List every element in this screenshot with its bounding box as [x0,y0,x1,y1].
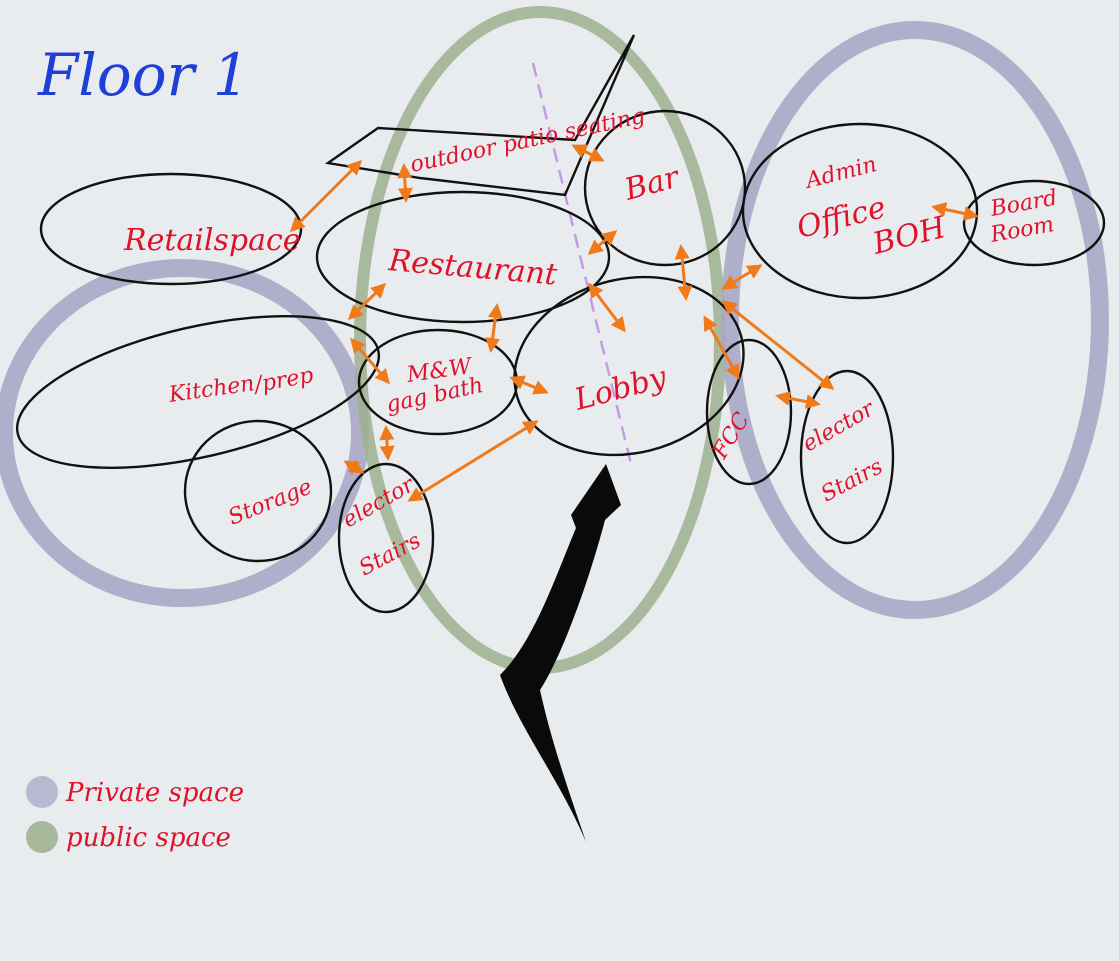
link-storage-stairs [343,459,365,475]
link-restroom-lobby [509,375,549,395]
elevator-stairs-right-bubble [799,369,895,545]
link-restroom-stairs [379,425,395,461]
retail-space-label: Retailspace [123,223,301,258]
link-bar-lobby [674,244,693,301]
private-zone-left [0,259,369,607]
public-space-legend-label: public space [66,823,231,853]
private-space-swatch [26,776,58,808]
legend: Private space public space [26,776,244,853]
outdoor-patio-bubble [324,34,636,197]
link-restaurant-kitchen [347,282,387,321]
bar-bubble [583,109,747,267]
link-restaurant-restroom [485,303,503,353]
stairs-right-label-2: Stairs [817,454,887,507]
private-space-legend-label: Private space [65,778,244,808]
lobby-label: Lobby [570,359,671,417]
private-zone-right [721,21,1109,619]
storage-bubble [183,419,333,563]
kitchen-label: Kitchen [166,371,256,408]
bar-label: Bar [620,159,684,208]
floor-title: Floor 1 [37,41,250,109]
entry-arrow-icon [500,464,621,842]
prep-label: /prep [251,363,316,398]
link-kitchen-restroom [350,337,390,385]
restaurant-label: Restaurant [386,243,559,293]
patio-label: outdoor patio seating [408,104,647,178]
link-lobby-admin [721,264,763,290]
public-space-swatch [26,821,58,853]
link-lobby-stairs-right [721,300,835,390]
link-restaurant-lobby [588,282,626,333]
link-admin-board [931,202,979,221]
elevator-stairs-left-bubble [337,462,435,614]
admin-label: Admin [801,152,879,194]
circulation-axis-line [531,62,634,469]
board-room-bubble [962,179,1106,267]
connections [289,144,979,502]
link-stairs-lobby [407,420,539,502]
restaurant-bubble [315,190,611,324]
link-patio-bar [571,144,605,162]
link-patio-restaurant [397,163,413,203]
link-fcc-stairs [775,390,821,410]
storage-label: Storage [225,474,316,530]
link-bar-restaurant [587,230,618,255]
link-retail-patio [289,159,363,233]
